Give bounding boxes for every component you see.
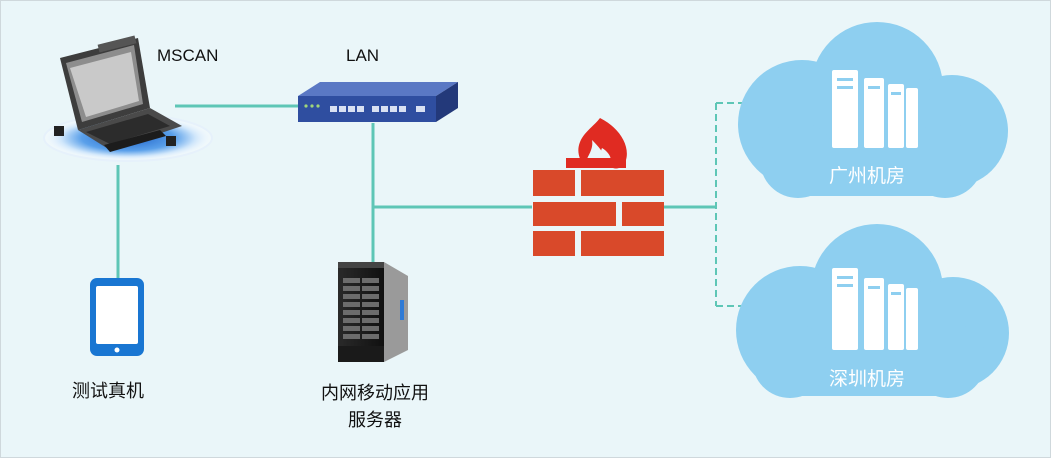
switch-icon [298, 82, 458, 122]
server-label: 内网移动应用 服务器 [305, 380, 445, 434]
server-rack-icon-top [832, 70, 918, 148]
server-label-line2: 服务器 [348, 410, 402, 431]
switch-label: LAN [346, 46, 380, 65]
laptop-icon [43, 35, 213, 162]
tablet-label: 测试真机 [72, 381, 144, 402]
tablet-icon [90, 278, 144, 356]
server-rack-icon-bottom [832, 268, 918, 350]
cloud-bottom-label: 深圳机房 [829, 368, 906, 390]
cloud-top-label: 广州机房 [829, 165, 906, 187]
connection-lines [116, 102, 790, 307]
laptop-label: MSCAN [157, 46, 219, 65]
flame-icon [578, 118, 627, 169]
server-label-line1: 内网移动应用 [321, 383, 429, 404]
server-icon [338, 262, 408, 362]
firewall-icon [533, 118, 664, 256]
